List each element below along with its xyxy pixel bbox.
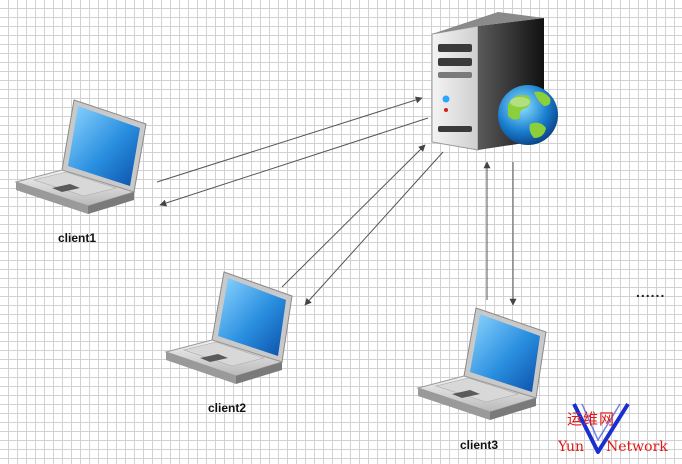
watermark-cn: 运维网 <box>567 410 616 428</box>
client2-label: client2 <box>208 401 247 415</box>
globe-icon <box>498 85 558 145</box>
arrow-client1-to-server <box>156 96 423 183</box>
laptop-icon-client2 <box>164 271 293 384</box>
laptop-icon-client1 <box>14 99 147 214</box>
client3-label: client3 <box>460 438 499 452</box>
connections <box>156 96 517 306</box>
arrow-server-to-client1 <box>159 117 429 207</box>
more-clients-ellipsis: ...... <box>636 284 666 300</box>
yunv-logo-icon <box>572 402 630 454</box>
laptop-icon-client3 <box>416 307 547 420</box>
watermark-en-left: Yun <box>558 439 585 455</box>
watermark-en-right: Network <box>606 439 668 455</box>
client1-label: client1 <box>58 231 97 245</box>
arrow-client2-to-server <box>281 144 426 288</box>
arrow-server-to-client2 <box>304 151 444 306</box>
